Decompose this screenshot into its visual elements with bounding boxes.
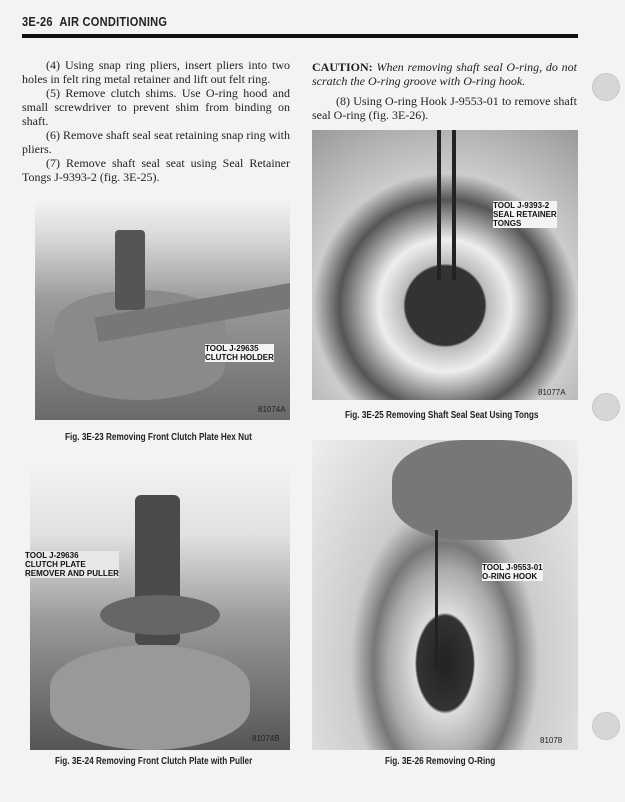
figure-3e-26-caption: Fig. 3E-26 Removing O-Ring bbox=[385, 756, 496, 767]
caution-label: CAUTION: bbox=[312, 60, 373, 74]
left-text-column: (4) Using snap ring pliers, insert plier… bbox=[22, 58, 290, 184]
figure-3e-23-code: 81074A bbox=[258, 405, 286, 414]
binder-hole bbox=[592, 393, 620, 421]
section-title: AIR CONDITIONING bbox=[59, 14, 168, 29]
figure-3e-23-photo bbox=[35, 200, 290, 420]
page-header: 3E-26 AIR CONDITIONING bbox=[22, 14, 167, 29]
figure-3e-26-photo bbox=[312, 440, 578, 750]
figure-3e-26-code: 81078 bbox=[540, 736, 563, 745]
caution-text: When removing shaft seal O-ring, do not … bbox=[312, 60, 577, 88]
right-text-column: CAUTION: When removing shaft seal O-ring… bbox=[312, 60, 577, 122]
figure-3e-25-caption: Fig. 3E-25 Removing Shaft Seal Seat Usin… bbox=[345, 410, 539, 421]
step-4: (4) Using snap ring pliers, insert plier… bbox=[22, 58, 290, 86]
header-rule bbox=[22, 34, 578, 38]
step-5: (5) Remove clutch shims. Use O-ring hood… bbox=[22, 86, 290, 128]
step-8: (8) Using O-ring Hook J-9553-01 to remov… bbox=[312, 94, 577, 122]
figure-3e-24-photo bbox=[30, 465, 290, 750]
figure-3e-25-code: 81077A bbox=[538, 388, 566, 397]
caution-note: CAUTION: When removing shaft seal O-ring… bbox=[312, 60, 577, 88]
page-number: 3E-26 bbox=[22, 14, 53, 29]
figure-3e-25-photo bbox=[312, 130, 578, 400]
figure-3e-24-code: 81074B bbox=[252, 734, 280, 743]
binder-hole bbox=[592, 73, 620, 101]
step-6: (6) Remove shaft seal seat retaining sna… bbox=[22, 128, 290, 156]
binder-hole bbox=[592, 712, 620, 740]
figure-3e-24-caption: Fig. 3E-24 Removing Front Clutch Plate w… bbox=[55, 756, 253, 767]
step-7: (7) Remove shaft seal seat using Seal Re… bbox=[22, 156, 290, 184]
figure-3e-23-caption: Fig. 3E-23 Removing Front Clutch Plate H… bbox=[65, 432, 252, 443]
